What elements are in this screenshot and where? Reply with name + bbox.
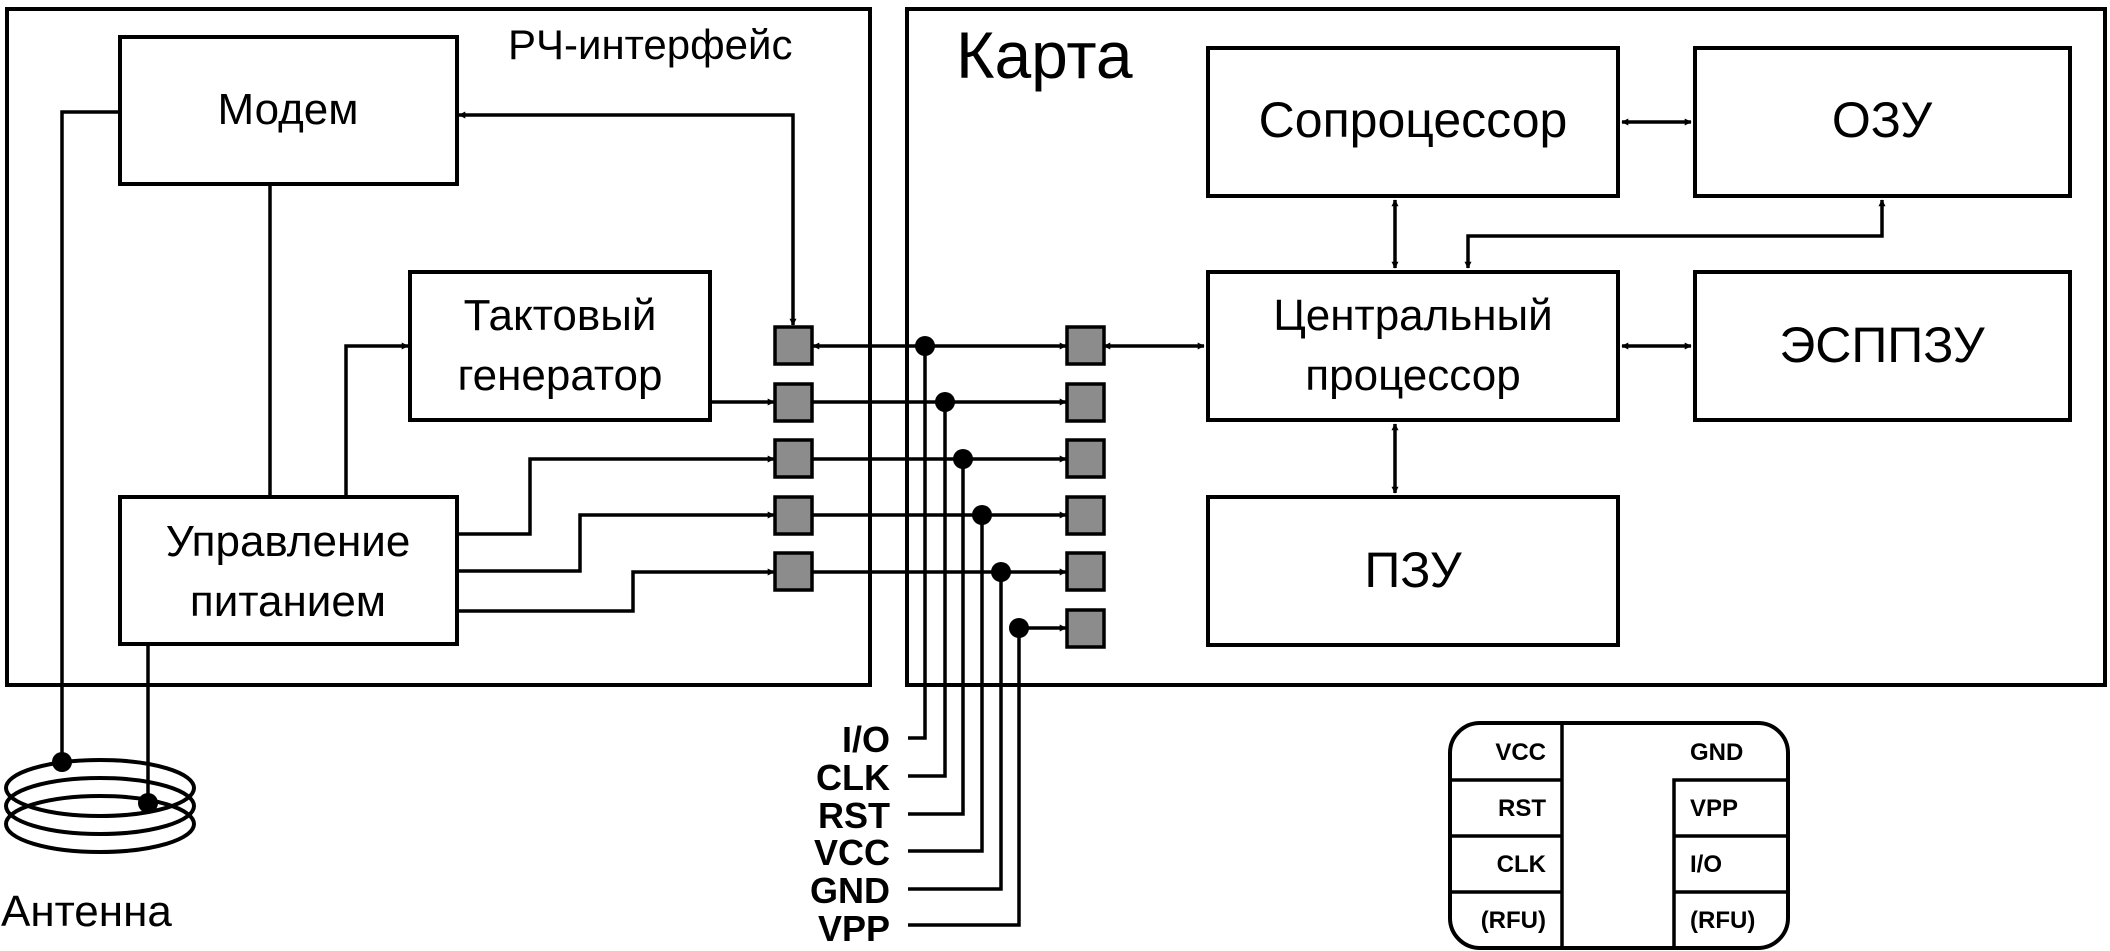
signal-label-io: I/O bbox=[842, 719, 890, 760]
vpp-junction bbox=[1009, 618, 1029, 638]
card-pad-rst bbox=[1065, 438, 1106, 479]
antenna-icon bbox=[4, 758, 196, 854]
power-control-label-1: Управление bbox=[166, 517, 411, 566]
cpu-block bbox=[1206, 270, 1620, 422]
signal-label-rst: RST bbox=[818, 795, 890, 836]
contact-c6-vpp: VPP bbox=[1690, 795, 1738, 822]
contact-c2-rst: RST bbox=[1498, 795, 1546, 822]
contact-c8-rfu: (RFU) bbox=[1690, 907, 1755, 934]
signal-label-clk: CLK bbox=[816, 757, 890, 798]
antenna-label: Антенна bbox=[1, 887, 172, 936]
coprocessor-block bbox=[1206, 46, 1620, 198]
signal-label-gnd: GND bbox=[810, 870, 890, 911]
rf-interface-title: РЧ-интерфейс bbox=[508, 21, 793, 68]
card-pad-io bbox=[1065, 325, 1106, 366]
gnd-tap-wire bbox=[908, 572, 1003, 891]
interface-pad-vcc bbox=[773, 495, 814, 536]
rom-label: ПЗУ bbox=[1364, 542, 1462, 598]
power-control-block bbox=[118, 495, 459, 646]
coprocessor-label: Сопроцессор bbox=[1259, 92, 1568, 148]
vcc-tap-wire bbox=[908, 515, 984, 853]
power-to-clock-wire bbox=[344, 342, 409, 497]
clk-tap-wire bbox=[908, 402, 947, 778]
rst-tap-wire bbox=[908, 459, 965, 816]
contact-c5-gnd: GND bbox=[1690, 739, 1743, 766]
io-tap-wire bbox=[908, 346, 927, 740]
power-control-label-2: питанием bbox=[190, 577, 386, 626]
rom-block bbox=[1206, 495, 1620, 647]
modem-block bbox=[118, 35, 459, 186]
contact-c4-rfu: (RFU) bbox=[1481, 907, 1546, 934]
power-to-vcc-pad-wire bbox=[457, 511, 775, 573]
vpp-tap-wire bbox=[908, 628, 1021, 927]
antenna-wire-modem bbox=[60, 110, 120, 762]
card-pad-clk bbox=[1065, 382, 1106, 423]
signal-label-vpp: VPP bbox=[818, 908, 890, 949]
contact-c7-io: I/O bbox=[1690, 851, 1722, 878]
gnd-junction bbox=[991, 562, 1011, 582]
card-title: Карта bbox=[956, 18, 1133, 92]
card-pad-vcc bbox=[1065, 495, 1106, 536]
vcc-junction bbox=[972, 505, 992, 525]
modem-label: Модем bbox=[217, 85, 358, 134]
power-to-rst-pad-wire bbox=[457, 455, 775, 536]
contact-c1-vcc: VCC bbox=[1495, 739, 1546, 766]
clock-generator-label-1: Тактовый bbox=[464, 291, 657, 340]
cpu-label-1: Центральный bbox=[1273, 291, 1553, 340]
io-junction bbox=[915, 336, 935, 356]
antenna-junction-1 bbox=[52, 752, 72, 772]
power-to-gnd-pad-wire bbox=[457, 568, 775, 613]
ram-block bbox=[1693, 46, 2072, 198]
interface-pad-clk bbox=[773, 382, 814, 423]
card-pad-vpp bbox=[1065, 608, 1106, 649]
eeprom-label: ЭСППЗУ bbox=[1779, 317, 1985, 373]
io-to-modem-wire bbox=[458, 111, 797, 326]
interface-pad-io bbox=[773, 325, 814, 366]
clock-generator-label-2: генератор bbox=[458, 351, 663, 400]
clk-junction bbox=[935, 392, 955, 412]
card-pad-gnd bbox=[1065, 551, 1106, 592]
eeprom-block bbox=[1693, 270, 2072, 422]
cpu-ram-arrow bbox=[1464, 199, 1886, 269]
contact-plate bbox=[1448, 721, 1790, 950]
rst-junction bbox=[953, 449, 973, 469]
antenna-junction-2 bbox=[138, 793, 158, 813]
interface-pad-rst bbox=[773, 438, 814, 479]
contact-c3-clk: CLK bbox=[1497, 851, 1547, 878]
cpu-label-2: процессор bbox=[1305, 351, 1520, 400]
ram-label: ОЗУ bbox=[1832, 92, 1933, 148]
signal-label-vcc: VCC bbox=[814, 832, 890, 873]
interface-pad-gnd bbox=[773, 551, 814, 592]
